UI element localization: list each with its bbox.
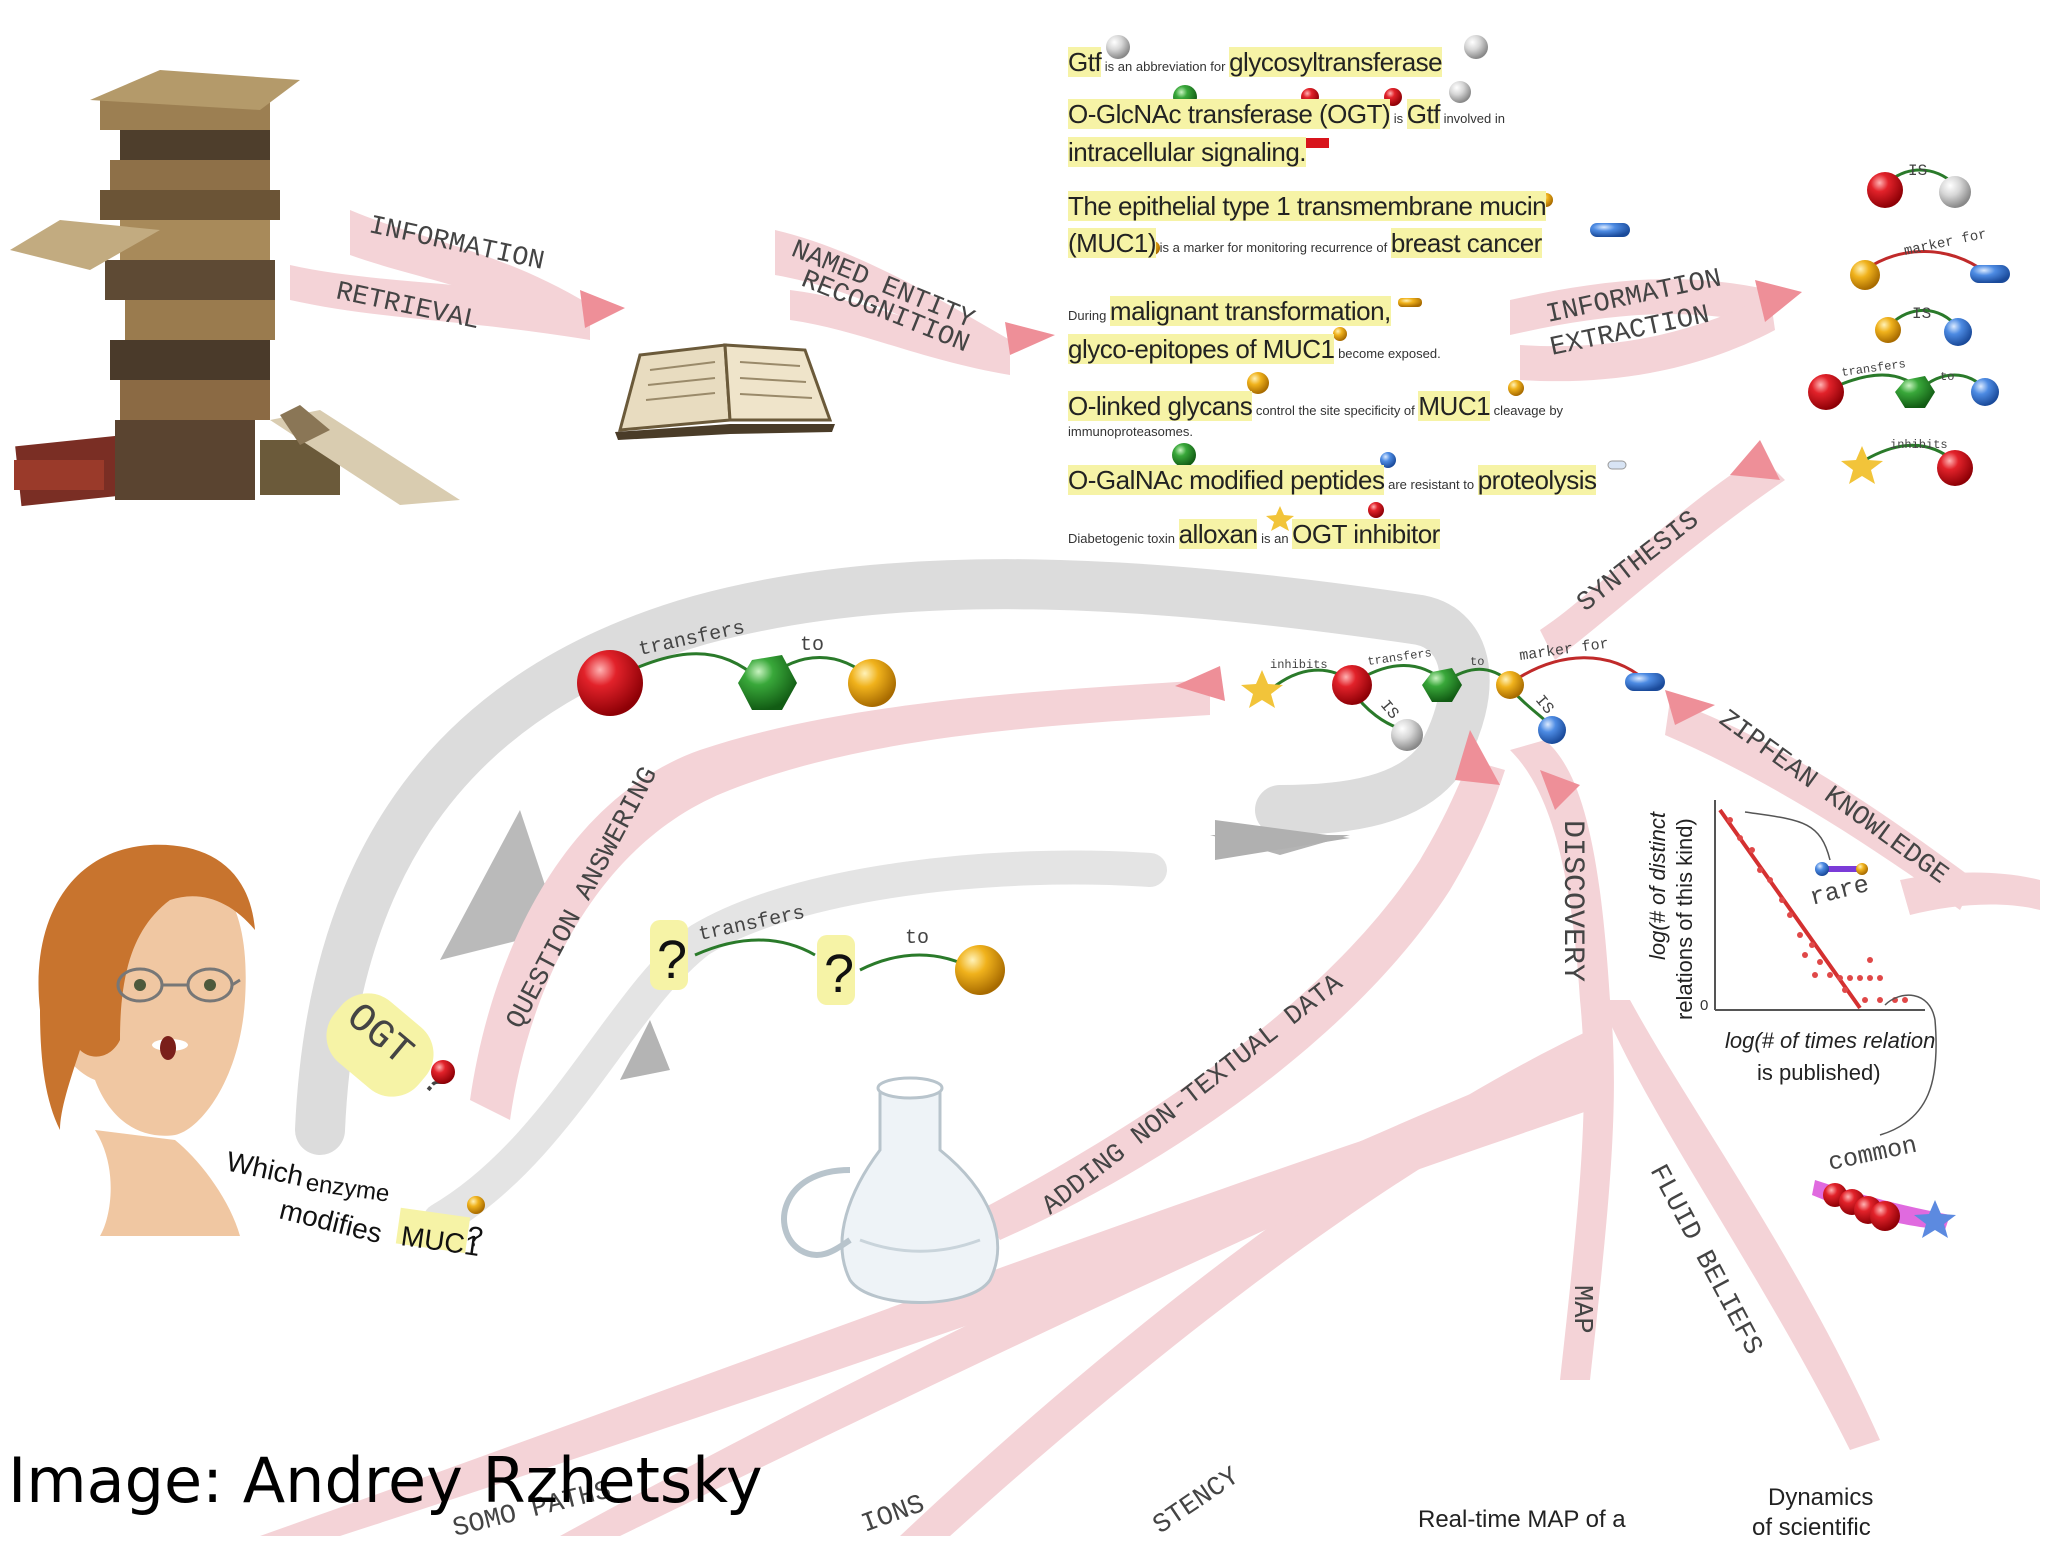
relation-marker-for: marker for	[1850, 227, 2010, 290]
svg-text:IS: IS	[1908, 162, 1927, 180]
bottom-dynamics-caption-1: Dynamics	[1768, 1484, 1874, 1511]
zipf-points	[1727, 817, 1908, 1003]
sentence-row-4: The epithelial type 1 transmembrane muci…	[1068, 191, 1547, 221]
relation-icons: IS marker for IS transfers to inhibits	[1808, 162, 2010, 486]
query-unknown-1: ?	[657, 930, 687, 990]
sentence-row-3: intracellular signaling.	[1068, 137, 1307, 167]
question-mark: ?	[465, 1220, 485, 1253]
svg-text:to: to	[800, 634, 824, 657]
sentence-row-11: Diabetogenic toxin alloxan is an OGT inh…	[1068, 519, 1440, 549]
svg-text:to: to	[905, 927, 929, 950]
sentence-row-7: glyco-epitopes of MUC1 become exposed.	[1068, 334, 1441, 364]
zipf-common-label: common	[1826, 1131, 1920, 1178]
zipf-origin: 0	[1700, 997, 1708, 1014]
zipf-ylabel-2: relations of this kind)	[1672, 818, 1697, 1020]
relation-is-2: IS	[1875, 305, 1972, 346]
zipf-ylabel-1: log(# of distinct	[1645, 811, 1670, 960]
common-entities-comet	[1812, 1180, 1956, 1238]
zipf-xlabel-1: log(# of times relation	[1725, 1028, 1935, 1053]
relation-inhibits: inhibits	[1841, 438, 1973, 486]
sentence-entity-markers	[1106, 35, 1630, 531]
open-book-illustration	[615, 343, 835, 440]
zipf-rare-label: rare	[1807, 870, 1872, 913]
relation-is-1: IS	[1867, 162, 1971, 208]
zipf-trend-line	[1718, 808, 1862, 1010]
entity-gtf: Gtf	[1068, 47, 1102, 77]
label-map: MAP	[1566, 1285, 1596, 1334]
svg-text:inhibits: inhibits	[1890, 438, 1948, 452]
zipf-xlabel-2: is published)	[1757, 1060, 1881, 1085]
sentence-row-1: Gtf is an abbreviation for glycosyltrans…	[1068, 47, 1443, 77]
svg-text:IS: IS	[1531, 692, 1557, 718]
question-text: Which enzyme modifies MUC1 ?	[224, 1146, 485, 1262]
relation-transfers-to: transfers to	[1808, 357, 1999, 410]
svg-text:to: to	[1940, 370, 1954, 384]
entity-glycosyltransferase: glycosyltransferase	[1229, 47, 1443, 77]
image-credit: Image: Andrey Rzhetsky	[8, 1444, 763, 1517]
sentence-row-9: immunoproteasomes.	[1068, 424, 1193, 439]
sentence-row-8: O-linked glycans control the site specif…	[1068, 391, 1564, 421]
ribbon-named-entity-recognition: NAMED ENTITY RECOGNITION	[775, 230, 1055, 375]
question-word-1: Which	[224, 1146, 307, 1192]
sentence-row-6: During malignant transformation,	[1068, 296, 1391, 326]
label-bottom-3: STENCY	[1148, 1462, 1245, 1536]
bottom-dynamics-caption-2: of scientific	[1752, 1514, 1871, 1541]
svg-text:inhibits: inhibits	[1270, 658, 1328, 672]
sentence-row-5: (MUC1) is a marker for monitoring recurr…	[1068, 228, 1542, 258]
bottom-map-caption: Real-time MAP of a	[1418, 1506, 1626, 1533]
svg-text:to: to	[1470, 655, 1484, 669]
sentence-row-2: O-GlcNAc transferase (OGT) is Gtf involv…	[1068, 99, 1505, 129]
person-illustration	[38, 844, 256, 1236]
svg-text:IS: IS	[1912, 305, 1931, 323]
zipf-plot: 0 rare common log(# of distinct relation…	[1645, 800, 1956, 1238]
label-discovery: DISCOVERY	[1555, 820, 1589, 982]
ribbon-information-retrieval: INFORMATION RETRIEVAL	[290, 210, 625, 340]
query-unknown-2: ?	[824, 944, 854, 1004]
book-stack-illustration	[10, 70, 460, 507]
label-zipfean: ZIPFEAN KNOWLEDGE	[1713, 705, 1953, 891]
sentence-row-10: O-GalNAc modified peptides are resistant…	[1068, 465, 1597, 495]
flask-illustration	[781, 1076, 1000, 1304]
